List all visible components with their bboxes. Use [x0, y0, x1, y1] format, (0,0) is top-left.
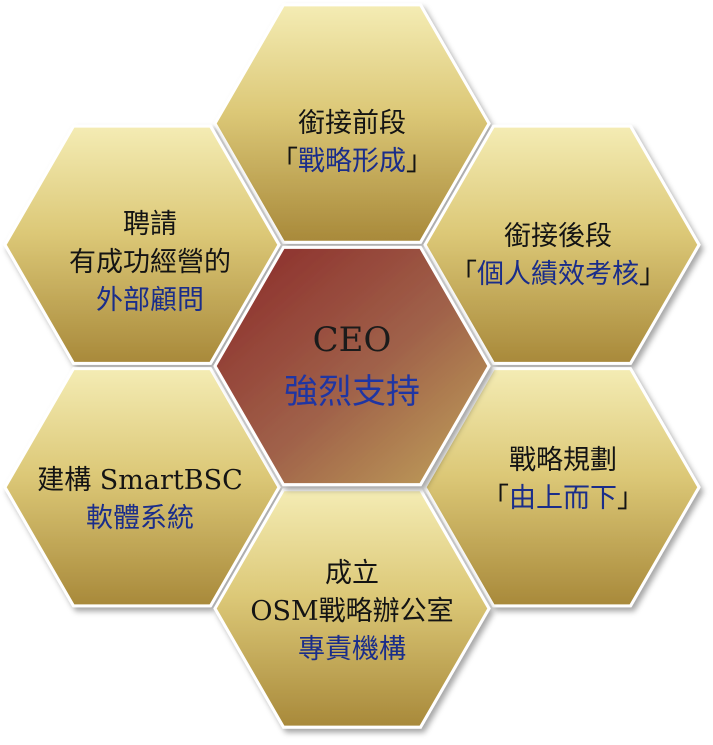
upper-left-line3: 外部顧問 — [96, 285, 204, 316]
center-title: CEO — [312, 320, 392, 360]
bottom-hex-text: 成立 OSM戰略辦公室 專責機構 — [250, 555, 453, 669]
lower-left-line1: 建構 SmartBSC — [37, 465, 243, 496]
center-hex-text: CEO 強烈支持 — [284, 314, 420, 418]
lower-left-line2: 軟體系統 — [85, 503, 194, 534]
lower-right-line1: 戰略規劃 — [509, 445, 617, 476]
lower-right-line2: 由上而下 — [509, 483, 617, 514]
upper-left-line2: 有成功經營的 — [69, 247, 231, 278]
hexagon-upper-right — [423, 124, 701, 365]
hexagon-top — [213, 3, 491, 244]
bottom-line3: 專責機構 — [298, 634, 406, 665]
lower-right-bracket-close: 」 — [617, 483, 644, 514]
hexagon-bottom — [213, 488, 491, 729]
top-bracket-close: 」 — [406, 146, 433, 177]
bottom-line2: OSM戰略辦公室 — [250, 596, 454, 627]
upper-left-line1: 聘請 — [123, 209, 177, 240]
center-subtitle: 強烈支持 — [284, 372, 420, 412]
top-hex-text: 銜接前段 「戰略形成」 — [271, 105, 433, 181]
upper-right-line2: 個人績效考核 — [477, 259, 639, 290]
upper-right-hex-text: 銜接後段 「個人績效考核」 — [450, 218, 666, 294]
upper-right-bracket-close: 」 — [639, 259, 666, 290]
upper-left-hex-text: 聘請 有成功經營的 外部顧問 — [69, 206, 231, 320]
hexagon-lower-right — [423, 367, 701, 608]
hexagon-center — [213, 245, 491, 487]
lower-right-bracket-open: 「 — [482, 483, 509, 514]
lower-right-hex-text: 戰略規劃 「由上而下」 — [482, 442, 644, 518]
lower-left-hex-text: 建構 SmartBSC 軟體系統 — [37, 462, 243, 538]
top-line1: 銜接前段 — [298, 108, 406, 139]
upper-right-bracket-open: 「 — [450, 259, 477, 290]
top-bracket-open: 「 — [271, 146, 298, 177]
hexagon-upper-left — [3, 124, 281, 365]
top-line2: 戰略形成 — [298, 146, 406, 177]
bottom-line1: 成立 — [325, 558, 379, 589]
upper-right-line1: 銜接後段 — [504, 221, 612, 252]
hexagon-lower-left — [3, 367, 281, 608]
